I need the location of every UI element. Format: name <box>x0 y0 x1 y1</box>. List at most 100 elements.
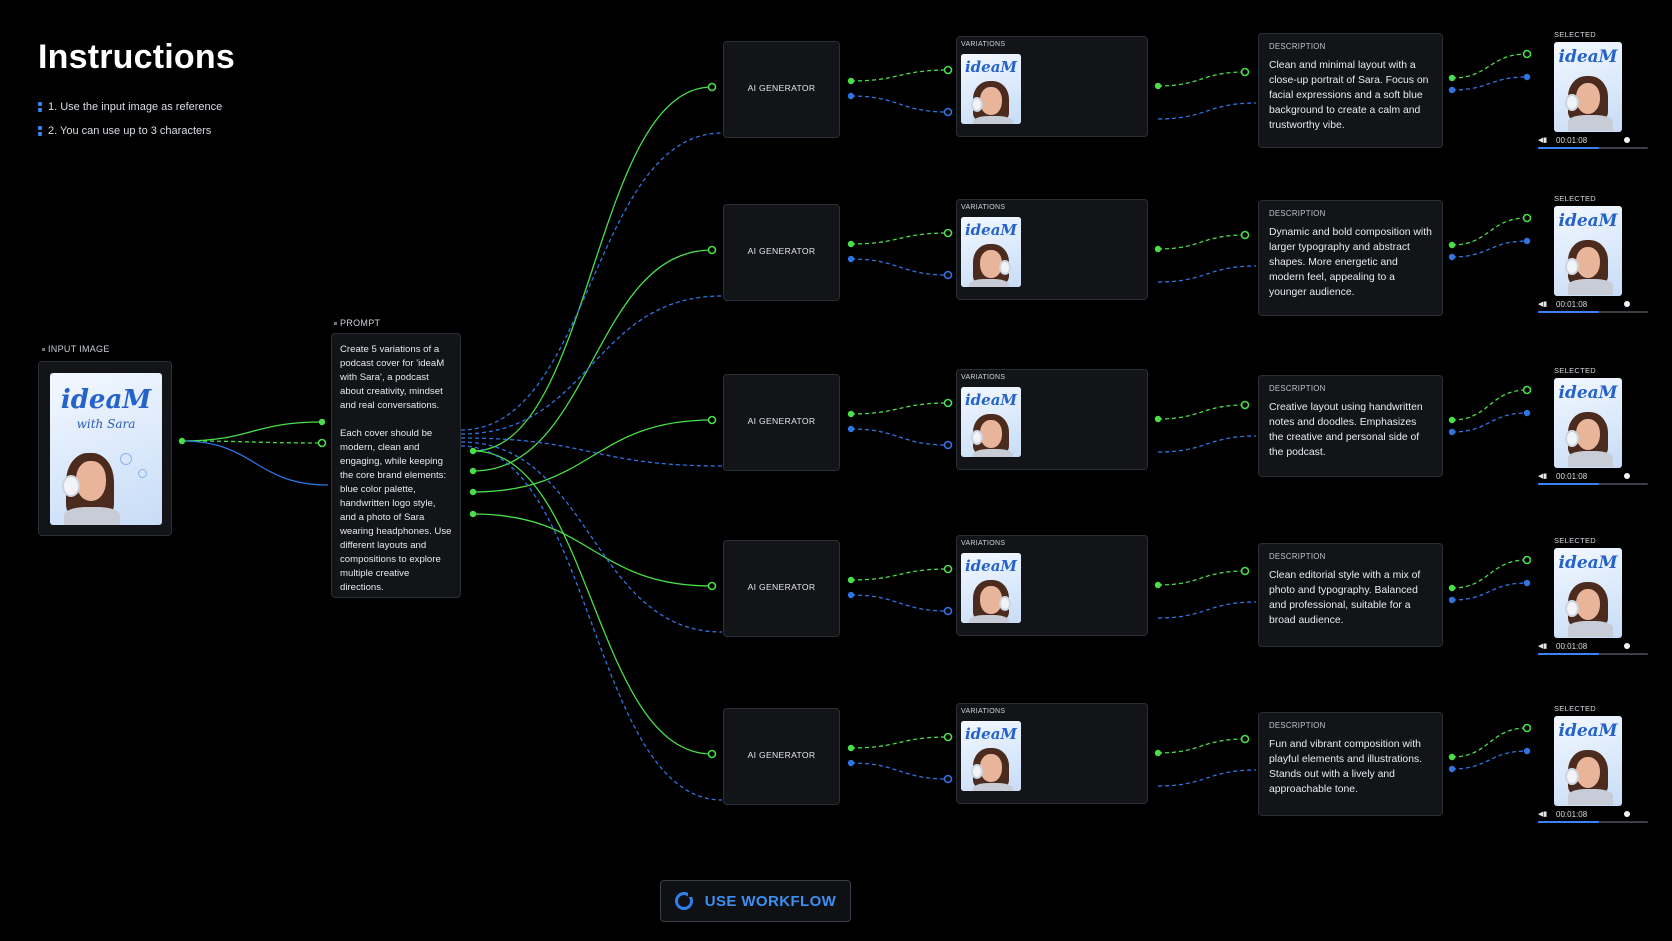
selected-node-2: SELECTED ideaM ◀▮ 00:01:08 <box>1530 194 1648 318</box>
selected-cover-image[interactable]: ideaM <box>1554 548 1622 638</box>
sara-photo <box>1559 410 1618 469</box>
selected-node-4: SELECTED ideaM ◀▮ 00:01:08 <box>1530 536 1648 660</box>
connection-wire <box>1157 102 1257 120</box>
connection-wire <box>1157 435 1257 453</box>
rewind-icon[interactable]: ◀▮ <box>1538 473 1548 480</box>
connection-wire <box>1451 76 1528 91</box>
port-dot <box>943 228 953 238</box>
variations-label: VARIATIONS <box>961 540 1006 547</box>
port-dot <box>707 245 717 255</box>
variations-label: VARIATIONS <box>961 204 1006 211</box>
variation-thumbnail[interactable]: ideaM <box>961 553 1021 623</box>
ai-generator-label: AI GENERATOR <box>747 416 816 426</box>
volume-icon[interactable] <box>1624 301 1630 307</box>
selected-label: SELECTED <box>1554 536 1596 545</box>
port-dot <box>1448 74 1456 82</box>
description-text: Fun and vibrant composition with playful… <box>1269 739 1423 795</box>
port-dot <box>943 732 953 742</box>
port-dot <box>178 437 186 445</box>
description-node-1[interactable]: DESCRIPTION Clean and minimal layout wit… <box>1258 33 1443 148</box>
connection-wire <box>1451 240 1528 258</box>
sara-photo <box>1559 238 1618 297</box>
audio-progress-fill <box>1538 311 1599 313</box>
variation-thumbnail[interactable]: ideaM <box>961 217 1021 287</box>
port-dot <box>469 488 477 496</box>
description-node-5[interactable]: DESCRIPTION Fun and vibrant composition … <box>1258 712 1443 816</box>
selected-cover-image[interactable]: ideaM <box>1554 206 1622 296</box>
description-label: DESCRIPTION <box>1269 42 1326 51</box>
rewind-icon[interactable]: ◀▮ <box>1538 137 1548 144</box>
selected-cover-image[interactable]: ideaM <box>1554 378 1622 468</box>
volume-icon[interactable] <box>1624 811 1630 817</box>
port-dot <box>847 77 855 85</box>
volume-icon[interactable] <box>1624 473 1630 479</box>
rewind-icon[interactable]: ◀▮ <box>1538 301 1548 308</box>
port-dot <box>943 440 953 450</box>
connection-wire <box>850 568 949 581</box>
audio-player: ◀▮ 00:01:08 <box>1538 640 1648 656</box>
variation-thumbnail[interactable]: ideaM <box>961 387 1021 457</box>
port-dot <box>1240 400 1250 410</box>
connection-wire <box>472 249 713 472</box>
prompt-node[interactable]: Create 5 variations of a podcast cover f… <box>331 333 461 598</box>
variations-node-2[interactable]: VARIATIONS ideaM ideaM ideaM <box>956 199 1148 300</box>
port-dot <box>847 759 855 767</box>
use-workflow-label: USE WORKFLOW <box>704 892 837 910</box>
port-dot <box>707 415 717 425</box>
audio-progress-track[interactable] <box>1538 147 1648 149</box>
port-dot <box>943 774 953 784</box>
audio-player: ◀▮ 00:01:08 <box>1538 298 1648 314</box>
volume-icon[interactable] <box>1624 643 1630 649</box>
connection-wire <box>460 132 723 431</box>
instructions-block: Instructions 1. Use the input image as r… <box>38 38 338 149</box>
variation-thumbnail[interactable]: ideaM <box>961 54 1021 124</box>
port-dot <box>847 255 855 263</box>
connection-wire <box>1157 570 1246 586</box>
audio-progress-track[interactable] <box>1538 311 1648 313</box>
port-dot <box>847 576 855 584</box>
audio-player: ◀▮ 00:01:08 <box>1538 808 1648 824</box>
connection-wire <box>181 421 323 442</box>
audio-progress-track[interactable] <box>1538 483 1648 485</box>
rewind-icon[interactable]: ◀▮ <box>1538 811 1548 818</box>
workflow-icon <box>674 891 694 910</box>
audio-time: 00:01:08 <box>1556 300 1588 309</box>
selected-cover-image[interactable]: ideaM <box>1554 716 1622 806</box>
ai-generator-node-2[interactable]: AI GENERATOR <box>723 204 840 301</box>
ai-generator-label: AI GENERATOR <box>747 750 816 760</box>
audio-player: ◀▮ 00:01:08 <box>1538 134 1648 150</box>
variations-node-1[interactable]: VARIATIONS ideaM ideaM ideaM <box>956 36 1148 137</box>
variations-node-3[interactable]: VARIATIONS ideaM ideaM ideaM <box>956 369 1148 470</box>
ai-generator-node-5[interactable]: AI GENERATOR <box>723 708 840 805</box>
rewind-icon[interactable]: ◀▮ <box>1538 643 1548 650</box>
ai-generator-node-4[interactable]: AI GENERATOR <box>723 540 840 637</box>
volume-icon[interactable] <box>1624 137 1630 143</box>
description-label: DESCRIPTION <box>1269 552 1326 561</box>
connection-wire <box>460 445 723 801</box>
audio-progress-track[interactable] <box>1538 653 1648 655</box>
audio-time: 00:01:08 <box>1556 472 1588 481</box>
selected-node-5: SELECTED ideaM ◀▮ 00:01:08 <box>1530 704 1648 828</box>
variations-node-4[interactable]: VARIATIONS ideaM ideaM ideaM <box>956 535 1148 636</box>
ai-generator-node-1[interactable]: AI GENERATOR <box>723 41 840 138</box>
ai-generator-node-3[interactable]: AI GENERATOR <box>723 374 840 471</box>
port-dot <box>847 240 855 248</box>
prompt-text: Create 5 variations of a podcast cover f… <box>340 344 452 593</box>
use-workflow-button[interactable]: USE WORKFLOW <box>660 880 851 922</box>
variation-thumbnail[interactable]: ideaM <box>961 721 1021 791</box>
description-node-3[interactable]: DESCRIPTION Creative layout using handwr… <box>1258 375 1443 477</box>
sara-photo <box>965 578 1017 623</box>
ai-generator-label: AI GENERATOR <box>747 582 816 592</box>
input-image-node[interactable]: ideaM with Sara <box>38 361 172 536</box>
port-dot <box>943 564 953 574</box>
description-node-4[interactable]: DESCRIPTION Clean editorial style with a… <box>1258 543 1443 647</box>
connection-wire <box>850 258 949 276</box>
variations-node-5[interactable]: VARIATIONS ideaM ideaM ideaM <box>956 703 1148 804</box>
selected-cover-image[interactable]: ideaM <box>1554 42 1622 132</box>
connection-wire <box>1451 750 1528 770</box>
audio-progress-track[interactable] <box>1538 821 1648 823</box>
port-dot <box>1448 428 1456 436</box>
ai-generator-label: AI GENERATOR <box>747 83 816 93</box>
port-dot <box>1448 753 1456 761</box>
description-node-2[interactable]: DESCRIPTION Dynamic and bold composition… <box>1258 200 1443 316</box>
